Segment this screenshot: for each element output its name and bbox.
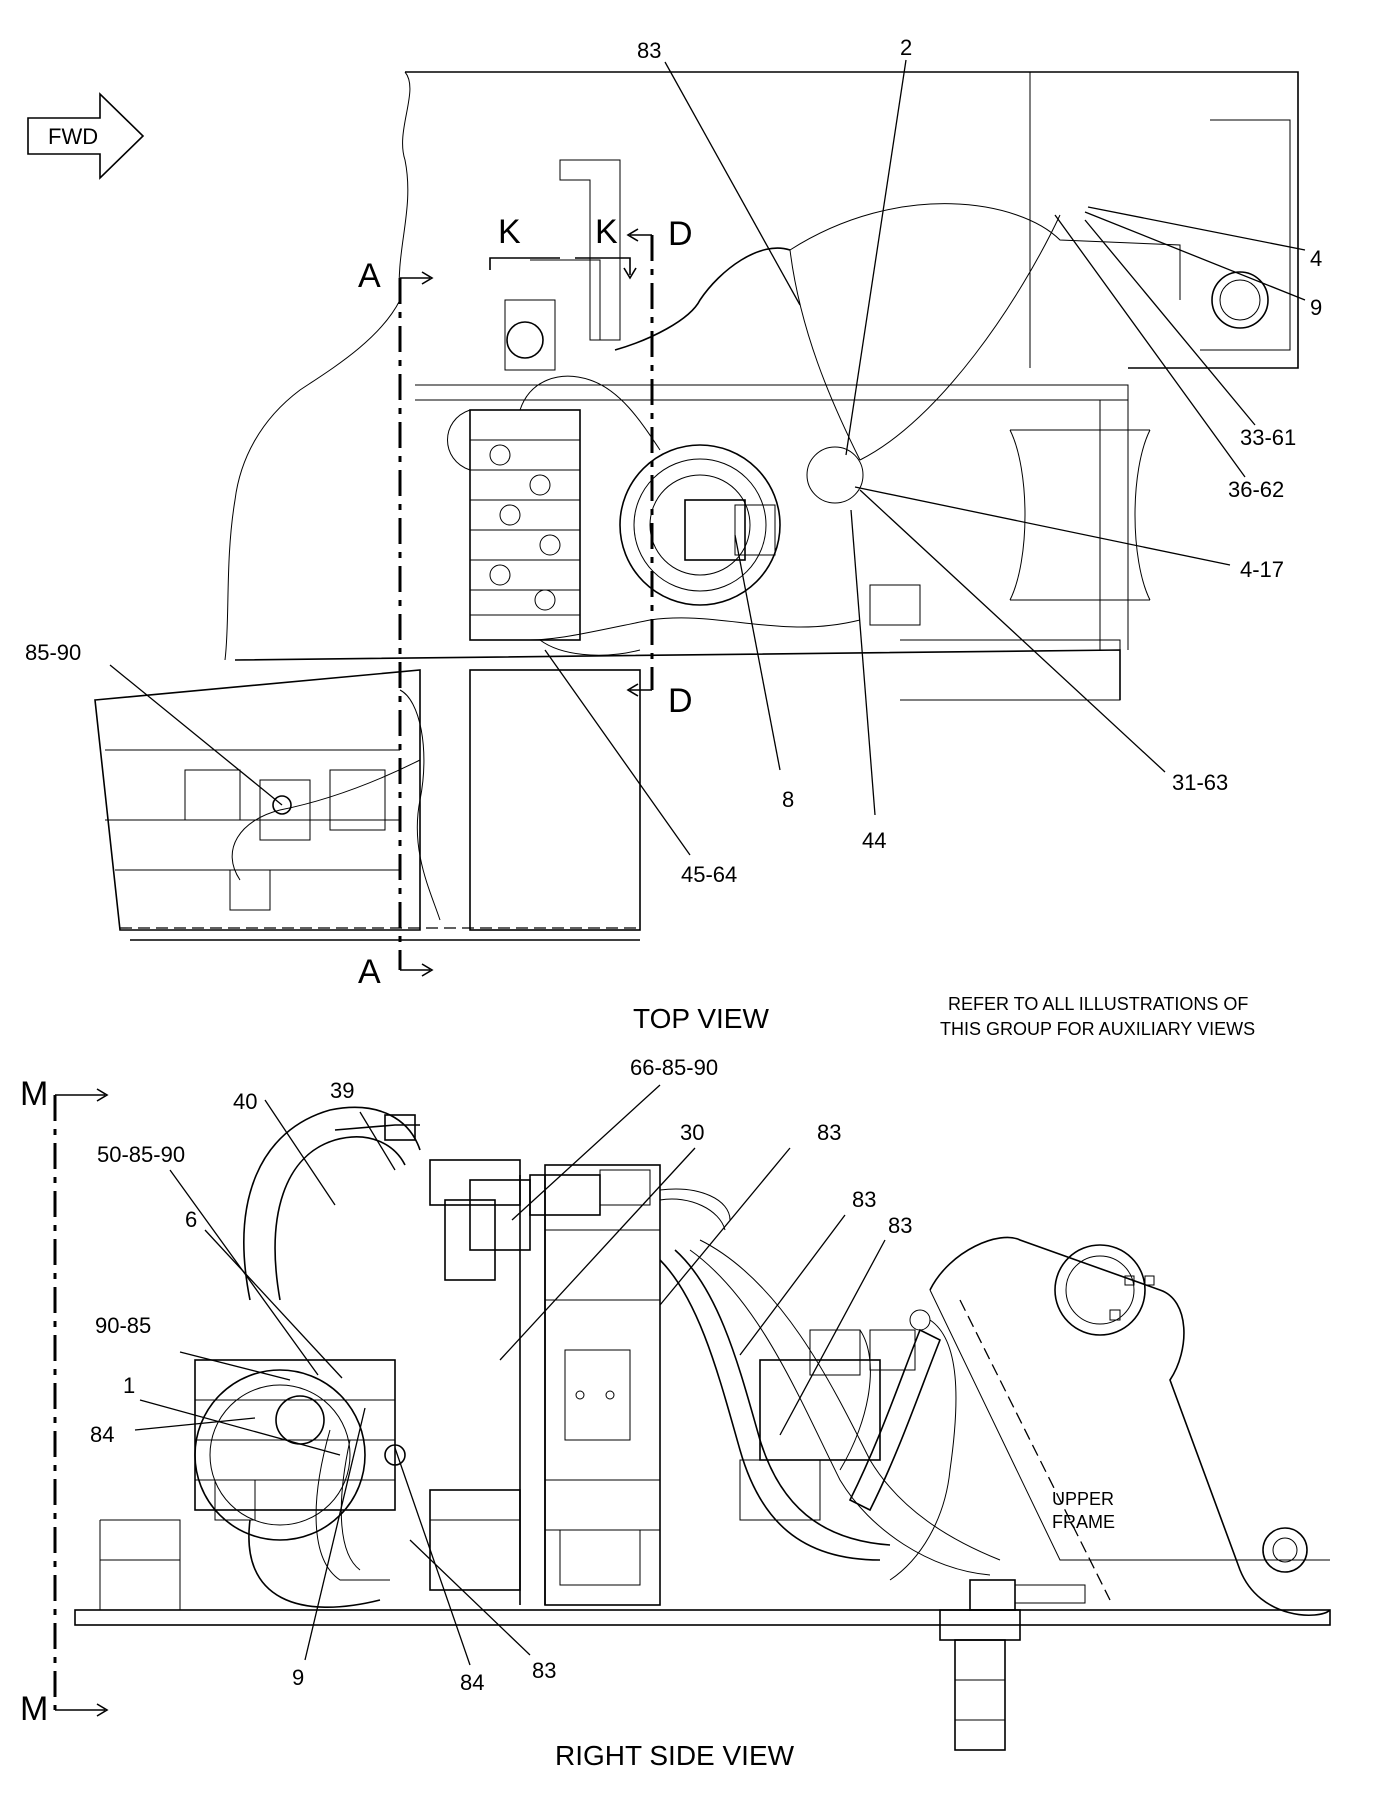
callout-66-85-90: 66-85-90 [630, 1055, 718, 1080]
side-view-leaders [134, 1084, 886, 1666]
section-line-k-right [575, 257, 631, 275]
fwd-arrow: FWD [27, 92, 145, 180]
top-view-title: TOP VIEW [633, 1003, 769, 1034]
callout-4-17: 4-17 [1240, 557, 1284, 582]
section-label-k-left: K [498, 213, 521, 251]
note-line-2: THIS GROUP FOR AUXILIARY VIEWS [940, 1019, 1255, 1039]
callout-30: 30 [680, 1120, 704, 1145]
callout-44: 44 [862, 828, 886, 853]
section-label-a-bottom: A [358, 953, 381, 991]
callout-33-61: 33-61 [1240, 425, 1296, 450]
fwd-label: FWD [48, 124, 98, 149]
callout-85-90: 85-90 [25, 640, 81, 665]
callout-90-85: 90-85 [95, 1313, 151, 1338]
callout-9-side: 9 [292, 1665, 304, 1690]
callout-39: 39 [330, 1078, 354, 1103]
section-label-m-bottom: M [20, 1690, 48, 1728]
top-view-leaders [109, 59, 1306, 856]
callout-84-left: 84 [90, 1422, 114, 1447]
callout-83-c: 83 [888, 1213, 912, 1238]
side-view-title: RIGHT SIDE VIEW [555, 1740, 795, 1771]
note-line-1: REFER TO ALL ILLUSTRATIONS OF [948, 994, 1248, 1014]
section-label-k-right: K [595, 213, 618, 251]
reference-note: REFER TO ALL ILLUSTRATIONS OF THIS GROUP… [940, 994, 1255, 1039]
section-label-a-top: A [358, 257, 381, 295]
callout-2: 2 [900, 35, 912, 60]
callout-83-a: 83 [817, 1120, 841, 1145]
callout-6: 6 [185, 1207, 197, 1232]
section-label-d-bottom: D [668, 682, 693, 720]
right-side-view: M M [20, 1055, 1331, 1771]
callout-84-bottom: 84 [460, 1670, 484, 1695]
callout-83-b: 83 [852, 1187, 876, 1212]
callout-36-62: 36-62 [1228, 477, 1284, 502]
callout-4: 4 [1310, 246, 1322, 271]
callout-9: 9 [1310, 295, 1322, 320]
section-label-d-top: D [668, 215, 693, 253]
callout-83-bottom: 83 [532, 1658, 556, 1683]
callout-40: 40 [233, 1089, 257, 1114]
upper-frame-label-1: UPPER [1052, 1489, 1114, 1509]
callout-50-85-90: 50-85-90 [97, 1142, 185, 1167]
section-label-m-top: M [20, 1075, 48, 1113]
callout-45-64: 45-64 [681, 862, 737, 887]
callout-8: 8 [782, 787, 794, 812]
callout-31-63: 31-63 [1172, 770, 1228, 795]
callout-1: 1 [123, 1373, 135, 1398]
section-line-k-left [489, 257, 560, 270]
callout-83: 83 [637, 38, 661, 63]
upper-frame-label-2: FRAME [1052, 1512, 1115, 1532]
top-view: A A K K D D 83 2 4 9 33-61 36-62 4-17 31… [25, 35, 1322, 1034]
